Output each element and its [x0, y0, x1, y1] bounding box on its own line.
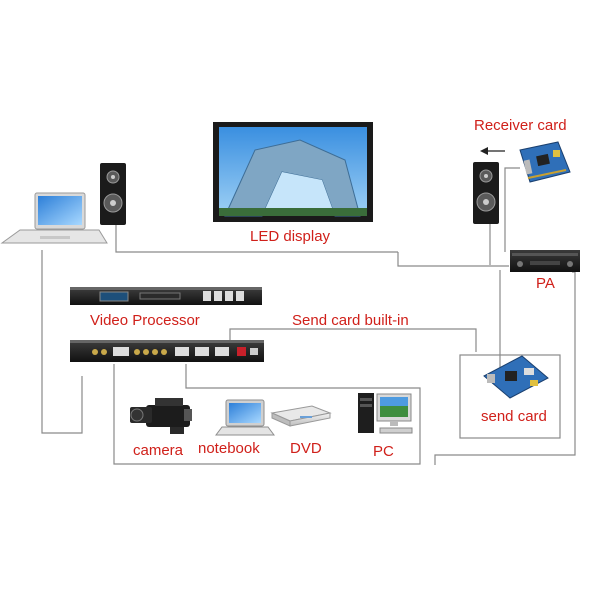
video-processor-rear-icon: [70, 340, 264, 362]
notebook-label: notebook: [198, 440, 260, 457]
wire-speaker-left: [115, 224, 398, 253]
receiver-card-icon: [519, 141, 571, 183]
wire-send-builtin: [229, 328, 477, 352]
send-card-builtin-label: Send card built-in: [292, 312, 409, 329]
pa-amplifier-icon: [510, 250, 580, 272]
wire-laptop: [41, 250, 83, 434]
speaker-left-icon: [100, 163, 126, 225]
pc-icon: [358, 393, 413, 434]
laptop-icon: [0, 192, 108, 244]
camera-icon: [130, 398, 192, 434]
send-card-box: [459, 354, 561, 439]
speaker-right-icon: [473, 162, 499, 224]
pa-label: PA: [536, 275, 555, 292]
led-display-label: LED display: [250, 228, 331, 245]
dvd-player-icon: [270, 405, 332, 427]
video-processor-label: Video Processor: [90, 312, 200, 329]
led-display-icon: [213, 122, 373, 222]
dvd-label: DVD: [290, 440, 322, 457]
wire-sources-box: [113, 364, 421, 465]
wire-speaker-right: [397, 252, 509, 267]
send-card-label: send card: [481, 408, 547, 425]
notebook-icon: [215, 399, 275, 436]
wire-receiver-down: [504, 167, 520, 252]
pc-label: PC: [373, 443, 394, 460]
video-processor-front-icon: [70, 287, 262, 305]
receiver-card-label: Receiver card: [474, 117, 567, 134]
send-card-icon: [483, 355, 549, 399]
camera-label: camera: [133, 442, 184, 459]
arrow-left-icon: [480, 147, 505, 155]
